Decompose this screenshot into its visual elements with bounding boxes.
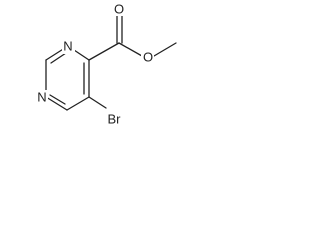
atom-o-ester: O (141, 50, 154, 65)
atom-o-carbonyl: O (113, 1, 126, 17)
bond-c2-n3-inner (50, 52, 67, 64)
bond-c5-c6 (66, 96, 90, 111)
atom-label-o-carbonyl: O (114, 2, 124, 17)
bond-o-methyl (153, 42, 177, 57)
bond-carbonyl-o-ester (118, 42, 143, 57)
bond-c4-carbonyl (88, 42, 120, 61)
atom-label-o-ester: O (143, 50, 153, 65)
bond-c6-n1-inner (49, 94, 66, 105)
atom-label-n-left: N (37, 90, 46, 105)
bond-c6-n1 (45, 96, 68, 111)
atom-label-br: Br (108, 112, 122, 127)
atom-br: Br (103, 111, 125, 127)
molecule-structure-drawing: N N O O Br (35, 1, 177, 127)
pyrimidine-ring (45, 45, 90, 111)
atom-n-left: N (35, 90, 48, 105)
atom-n-top: N (62, 39, 75, 54)
atom-label-n-top: N (63, 39, 72, 54)
ester-group (88, 15, 177, 61)
bond-c5-br (88, 96, 107, 109)
